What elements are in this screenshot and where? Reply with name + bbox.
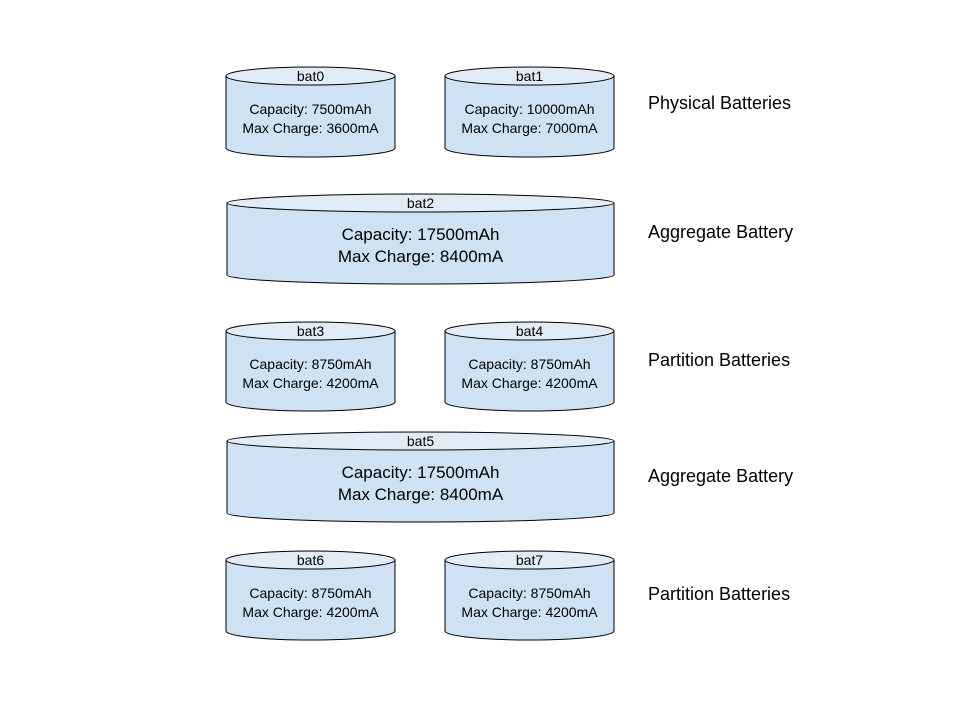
battery-capacity: Capacity: 8750mAh xyxy=(468,585,590,601)
battery-name: bat3 xyxy=(297,323,324,339)
cylinder-body xyxy=(225,75,396,158)
battery-capacity: Capacity: 8750mAh xyxy=(468,356,590,372)
battery-max-charge: Max Charge: 4200mA xyxy=(461,604,598,620)
row-label-aggregate-battery-2: Aggregate Battery xyxy=(648,466,794,486)
battery-name: bat5 xyxy=(407,433,434,449)
row-label-physical-batteries: Physical Batteries xyxy=(648,93,792,113)
row-label-partition-batteries-2: Partition Batteries xyxy=(648,584,791,604)
battery-name: bat7 xyxy=(516,552,543,568)
battery-name: bat0 xyxy=(297,68,324,84)
battery-name: bat6 xyxy=(297,552,324,568)
cylinder-body xyxy=(226,202,615,285)
battery-max-charge: Max Charge: 4200mA xyxy=(242,375,379,391)
cylinder-body xyxy=(444,330,615,412)
battery-max-charge: Max Charge: 4200mA xyxy=(461,375,598,391)
battery-capacity: Capacity: 17500mAh xyxy=(342,463,500,482)
battery-name: bat4 xyxy=(516,323,543,339)
cylinder-top xyxy=(225,321,396,341)
battery-name: bat1 xyxy=(516,68,543,84)
cylinder-body xyxy=(225,330,396,412)
cylinder-top xyxy=(444,66,615,86)
battery-capacity: Capacity: 17500mAh xyxy=(342,225,500,244)
cylinder-top xyxy=(226,431,615,451)
row-label-aggregate-battery-1: Aggregate Battery xyxy=(648,222,794,242)
cylinder-body xyxy=(226,440,615,523)
cylinder-top xyxy=(444,321,615,341)
row-label-partition-batteries-1: Partition Batteries xyxy=(648,350,791,370)
battery-capacity: Capacity: 8750mAh xyxy=(249,356,371,372)
cylinder-top xyxy=(225,66,396,86)
cylinder-top xyxy=(444,550,615,570)
cylinder-body xyxy=(444,75,615,158)
battery-max-charge: Max Charge: 8400mA xyxy=(338,247,504,266)
cylinder-body xyxy=(444,559,615,641)
battery-name: bat2 xyxy=(407,195,434,211)
battery-capacity: Capacity: 10000mAh xyxy=(465,101,595,117)
battery-max-charge: Max Charge: 7000mA xyxy=(461,120,598,136)
cylinder-top xyxy=(226,193,615,213)
cylinder-body xyxy=(225,559,396,641)
cylinder-top xyxy=(225,550,396,570)
battery-capacity: Capacity: 7500mAh xyxy=(249,101,371,117)
battery-max-charge: Max Charge: 4200mA xyxy=(242,604,379,620)
battery-max-charge: Max Charge: 8400mA xyxy=(338,485,504,504)
battery-max-charge: Max Charge: 3600mA xyxy=(242,120,379,136)
battery-capacity: Capacity: 8750mAh xyxy=(249,585,371,601)
